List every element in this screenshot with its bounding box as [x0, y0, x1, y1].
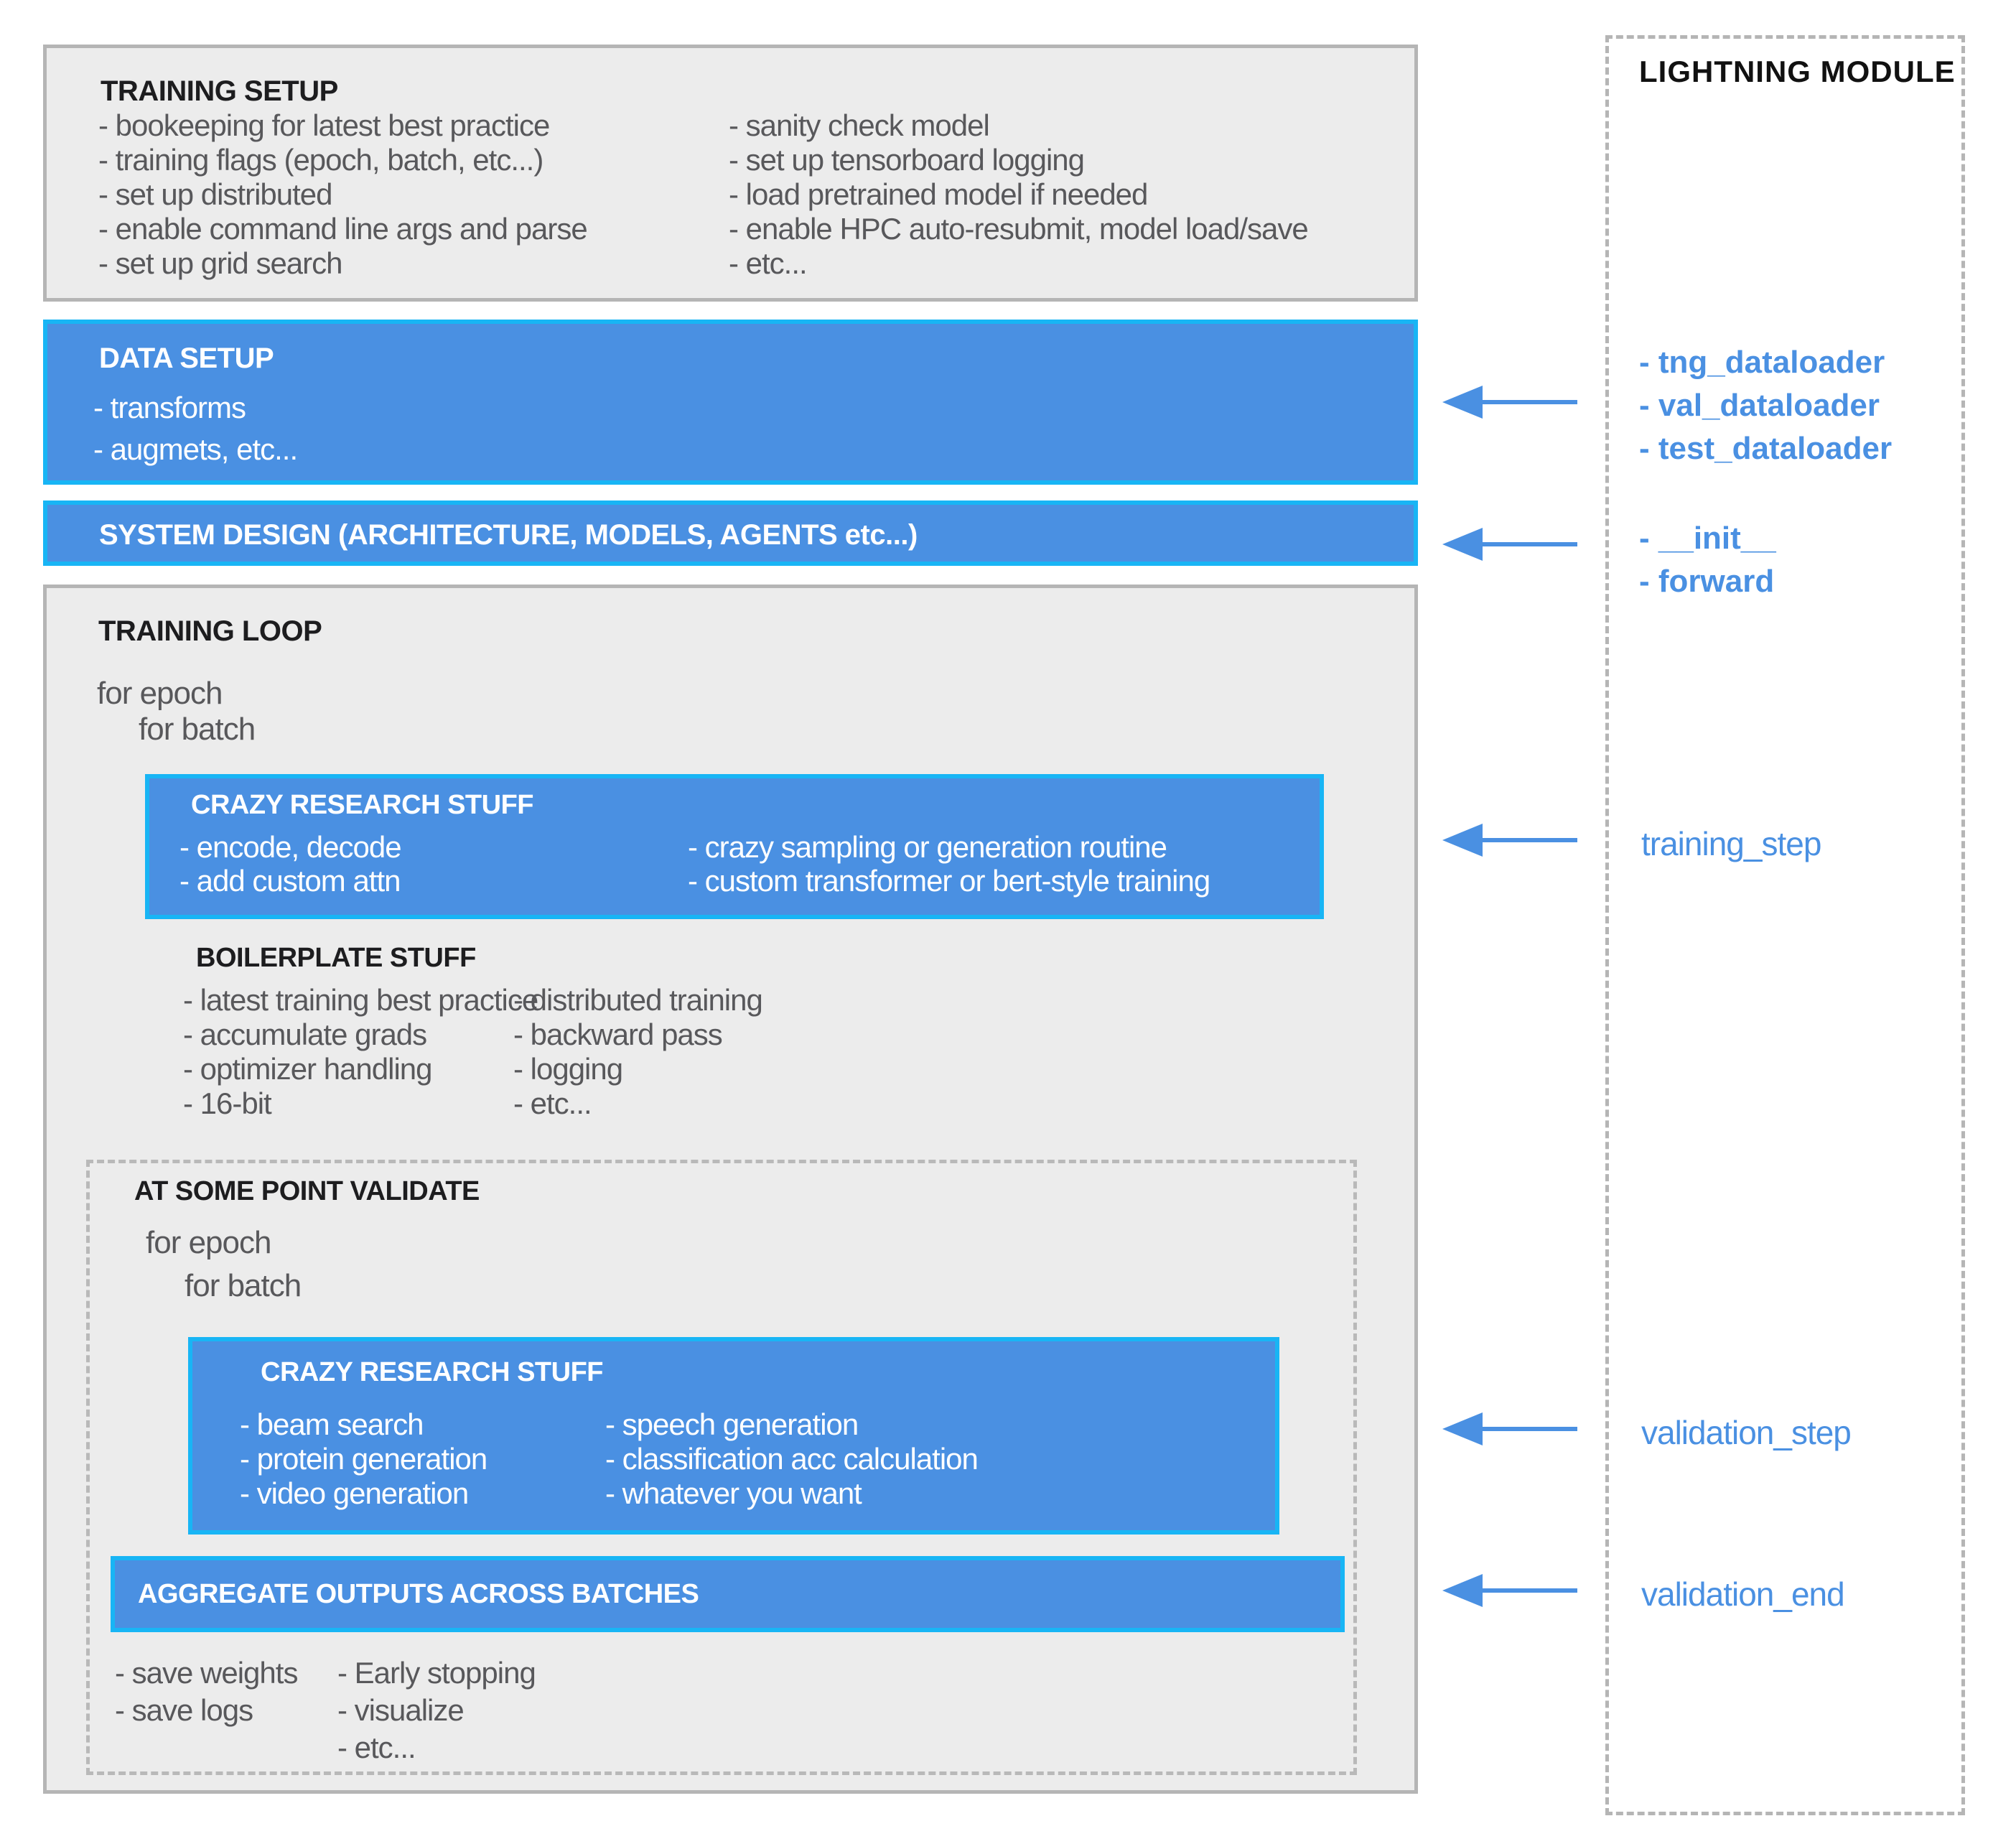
list-item: - enable HPC auto-resubmit, model load/s… [729, 212, 1309, 246]
crazy-research-title: CRAZY RESEARCH STUFF [261, 1357, 604, 1387]
left-arrow-icon [1442, 1574, 1577, 1607]
boilerplate-col1: - latest training best practice - accumu… [183, 983, 538, 1121]
boilerplate-col2: - distributed training - backward pass -… [513, 983, 763, 1121]
crazy-research-col1: - encode, decode - add custom attn [179, 830, 402, 898]
validate-title: AT SOME POINT VALIDATE [134, 1176, 480, 1206]
training-setup-box: TRAINING SETUP - bookeeping for latest b… [43, 45, 1418, 302]
training-setup-col1: - bookeeping for latest best practice - … [98, 108, 588, 281]
list-item: - etc... [513, 1086, 592, 1120]
dataloader-methods: - tng_dataloader - val_dataloader - test… [1639, 341, 1892, 470]
list-item: - tng_dataloader [1639, 345, 1885, 380]
system-design-box: SYSTEM DESIGN (ARCHITECTURE, MODELS, AGE… [43, 500, 1418, 566]
aggregate-outputs-box: AGGREGATE OUTPUTS ACROSS BATCHES [111, 1556, 1345, 1632]
left-arrow-icon [1442, 1412, 1577, 1445]
for-epoch-line: for epoch [97, 676, 223, 711]
list-item: - set up tensorboard logging [729, 143, 1085, 177]
crazy-research-col2: - crazy sampling or generation routine -… [688, 830, 1210, 898]
list-item: - visualize [337, 1693, 465, 1727]
crazy-research-title: CRAZY RESEARCH STUFF [191, 790, 534, 820]
crazy-research-col1: - beam search - protein generation - vid… [240, 1407, 487, 1511]
crazy-research-col2: - speech generation - classification acc… [605, 1407, 979, 1511]
list-item: - etc... [337, 1731, 416, 1764]
training-setup-col2: - sanity check model - set up tensorboar… [729, 108, 1309, 281]
list-item: - augmets, etc... [93, 432, 298, 466]
training-setup-title: TRAINING SETUP [101, 75, 338, 107]
list-item: - transforms [93, 391, 246, 424]
validate-box: AT SOME POINT VALIDATE for epoch for bat… [86, 1160, 1357, 1775]
aggregate-outputs-title: AGGREGATE OUTPUTS ACROSS BATCHES [138, 1579, 699, 1609]
list-item: - add custom attn [179, 864, 401, 898]
training-step-label: training_step [1641, 825, 1821, 862]
crazy-research-box-validate: CRAZY RESEARCH STUFF - beam search - pro… [188, 1337, 1279, 1535]
for-batch-line: for batch [185, 1268, 302, 1303]
list-item: - __init__ [1639, 521, 1776, 556]
list-item: - enable command line args and parse [98, 212, 588, 246]
data-setup-box: DATA SETUP - transforms - augmets, etc..… [43, 320, 1418, 485]
left-arrow-icon [1442, 386, 1577, 419]
left-arrow-icon [1442, 528, 1577, 561]
list-item: - logging [513, 1052, 623, 1086]
list-item: - latest training best practice [183, 983, 538, 1017]
lightning-module-title: LIGHTNING MODULE [1639, 55, 1956, 88]
list-item: - save logs [115, 1693, 253, 1727]
for-epoch-line: for epoch [146, 1225, 271, 1260]
list-item: - load pretrained model if needed [729, 177, 1148, 211]
data-setup-title: DATA SETUP [99, 343, 274, 374]
data-setup-items: - transforms - augmets, etc... [93, 387, 298, 470]
list-item: - classification acc calculation [605, 1442, 979, 1476]
list-item: - protein generation [240, 1442, 487, 1476]
left-arrow-icon [1442, 824, 1577, 857]
list-item: - whatever you want [605, 1476, 862, 1510]
training-loop-title: TRAINING LOOP [98, 615, 322, 647]
list-item: - training flags (epoch, batch, etc...) [98, 143, 543, 177]
list-item: - distributed training [513, 983, 763, 1017]
list-item: - beam search [240, 1407, 424, 1441]
list-item: - test_dataloader [1639, 431, 1893, 466]
boilerplate-title: BOILERPLATE STUFF [196, 943, 476, 973]
list-item: - sanity check model [729, 108, 990, 142]
list-item: - set up distributed [98, 177, 333, 211]
list-item: - val_dataloader [1639, 388, 1880, 423]
validation-end-label: validation_end [1641, 1575, 1845, 1613]
for-batch-line: for batch [139, 712, 256, 747]
list-item: - backward pass [513, 1018, 723, 1051]
core-methods: - __init__ - forward [1639, 517, 1776, 603]
validation-step-label: validation_step [1641, 1414, 1852, 1451]
list-item: - 16-bit [183, 1086, 272, 1120]
list-item: - etc... [729, 246, 808, 280]
list-item: - bookeeping for latest best practice [98, 108, 550, 142]
system-design-title: SYSTEM DESIGN (ARCHITECTURE, MODELS, AGE… [99, 519, 918, 551]
list-item: - forward [1639, 564, 1775, 599]
list-item: - video generation [240, 1476, 469, 1510]
list-item: - save weights [115, 1656, 298, 1690]
lightning-module-panel: LIGHTNING MODULE - tng_dataloader - val_… [1605, 35, 1965, 1815]
list-item: - accumulate grads [183, 1018, 427, 1051]
outputs-col1: - save weights - save logs [115, 1654, 298, 1729]
list-item: - encode, decode [179, 830, 402, 864]
list-item: - speech generation [605, 1407, 859, 1441]
list-item: - custom transformer or bert-style train… [688, 864, 1210, 898]
crazy-research-box-training: CRAZY RESEARCH STUFF - encode, decode - … [145, 774, 1324, 919]
list-item: - optimizer handling [183, 1052, 433, 1086]
list-item: - Early stopping [337, 1656, 536, 1690]
list-item: - set up grid search [98, 246, 343, 280]
list-item: - crazy sampling or generation routine [688, 830, 1167, 864]
outputs-col2: - Early stopping - visualize - etc... [337, 1654, 536, 1766]
training-loop-box: TRAINING LOOP for epoch for batch CRAZY … [43, 585, 1418, 1794]
